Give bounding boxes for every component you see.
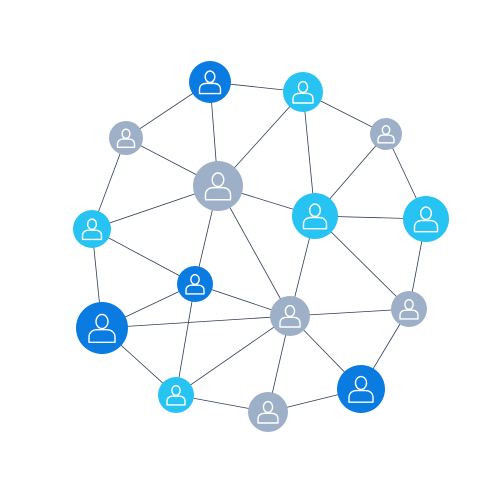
user-icon	[198, 70, 222, 95]
user-node	[109, 121, 143, 155]
user-icon	[292, 80, 314, 104]
user-icon	[88, 313, 116, 343]
user-node	[76, 302, 128, 354]
connection-edge	[175, 283, 196, 396]
user-node	[403, 196, 449, 242]
user-icon	[377, 124, 395, 144]
connection-edge	[101, 315, 291, 329]
user-icon	[399, 298, 419, 320]
user-icon	[204, 172, 232, 201]
user-icon	[279, 304, 301, 328]
user-node	[73, 210, 111, 248]
user-node	[248, 392, 288, 432]
connection-edge	[175, 315, 291, 396]
user-node	[283, 72, 323, 112]
user-node	[292, 193, 338, 239]
user-icon	[166, 384, 186, 406]
user-node	[337, 365, 385, 413]
user-icon	[185, 273, 205, 295]
user-icon	[302, 203, 328, 230]
user-node	[189, 61, 231, 103]
user-icon	[81, 218, 103, 241]
user-icon	[116, 128, 136, 149]
user-node	[177, 266, 213, 302]
user-node	[270, 296, 310, 336]
user-node	[370, 118, 402, 150]
user-node	[193, 161, 243, 211]
nodes-layer	[73, 61, 449, 432]
user-node	[391, 291, 427, 327]
user-node	[158, 377, 194, 413]
connection-edge	[91, 228, 196, 285]
user-icon	[413, 206, 439, 233]
user-icon	[257, 400, 279, 424]
user-icon	[348, 375, 374, 403]
